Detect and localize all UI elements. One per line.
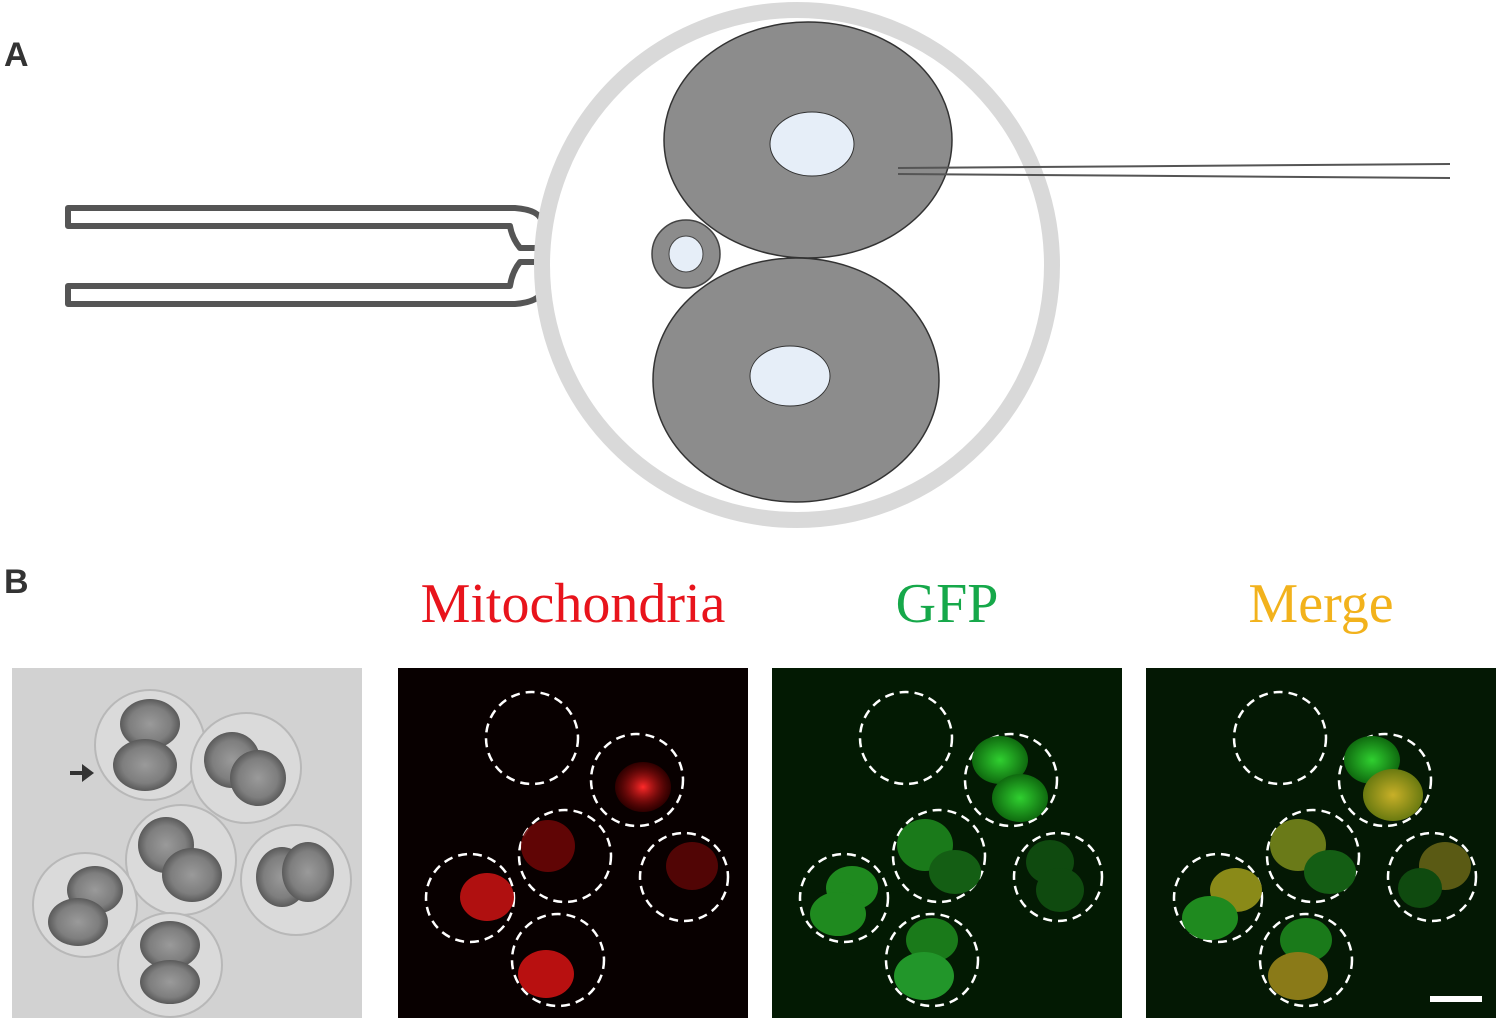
merge-image: [1146, 668, 1496, 1018]
embryo-group-brightfield: [32, 689, 352, 1018]
injection-needle: [897, 163, 1451, 179]
holding-pipette: [65, 205, 545, 307]
embryo-outlines-mito: [424, 690, 730, 1008]
nucleus-upper: [769, 111, 855, 177]
holding-pipette-outer: [65, 205, 545, 307]
panel-letter-b: B: [4, 563, 29, 601]
polar-body-nucleus: [668, 235, 704, 273]
nucleus-lower: [749, 345, 831, 407]
scale-bar: [1430, 996, 1482, 1002]
injection-schematic: [65, 2, 1451, 528]
panel-letter-a: A: [4, 36, 29, 74]
embryo-outlines-merge: [1172, 690, 1478, 1008]
brightfield-image: [12, 668, 362, 1018]
embryo-outlines-gfp: [798, 690, 1104, 1008]
channel-title-gfp: GFP: [895, 573, 999, 635]
arrow-icon: [70, 764, 94, 782]
gfp-image: [772, 668, 1122, 1018]
channel-title-merge: Merge: [1248, 573, 1394, 635]
channel-title-mitochondria: Mitochondria: [420, 573, 726, 635]
mitochondria-image: [398, 668, 748, 1018]
